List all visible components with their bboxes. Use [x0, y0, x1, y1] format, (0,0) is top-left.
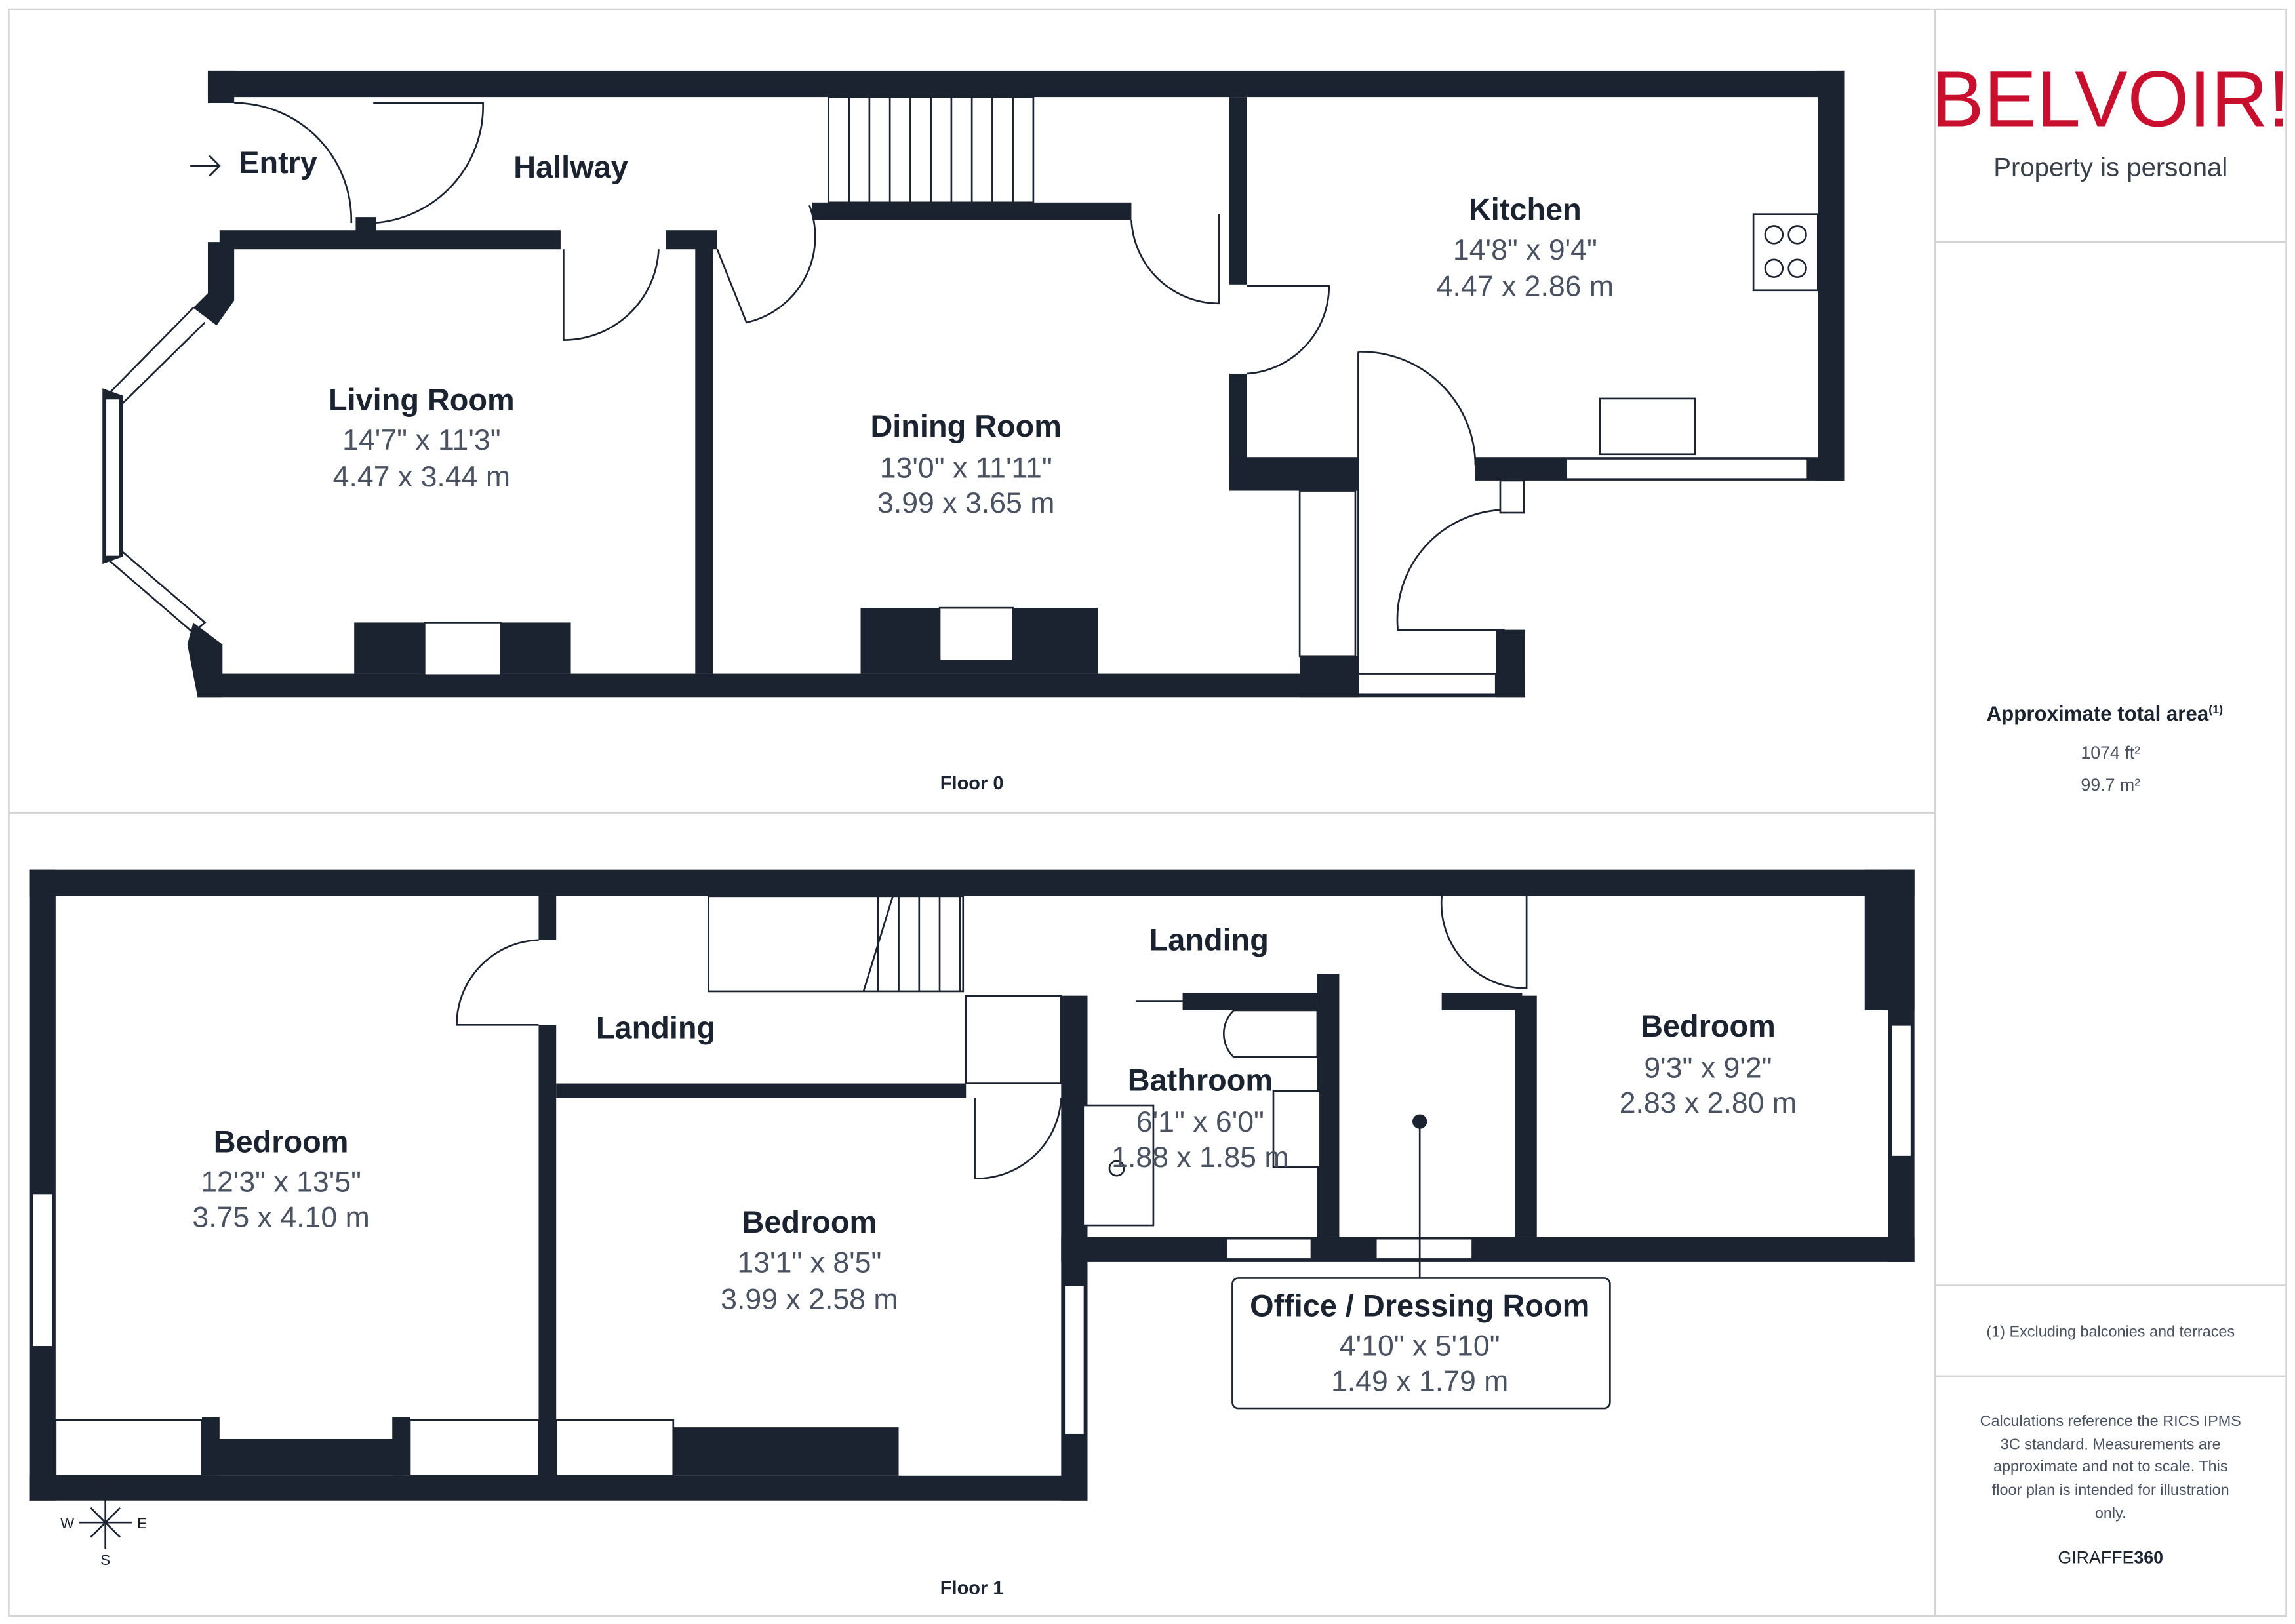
light-point-icon: [1412, 1114, 1427, 1129]
entry-arrow-icon: [190, 155, 221, 177]
room-label-living-room: Living Room: [329, 383, 515, 417]
room-dim-imperial: 13'1" x 8'5": [737, 1247, 881, 1279]
room-dim-metric: 1.88 x 1.85 m: [1111, 1141, 1288, 1174]
room-dim-imperial: 14'8" x 9'4": [1453, 234, 1597, 266]
room-dim-metric: 3.99 x 2.58 m: [721, 1283, 898, 1315]
room-label-bathroom: Bathroom: [1128, 1063, 1273, 1098]
floor-1-windows-doors: [31, 895, 1913, 1477]
room-label-office: Office / Dressing Room: [1250, 1288, 1589, 1322]
room-dim-metric: 4.47 x 2.86 m: [1437, 271, 1614, 303]
area-metric: 99.7 m²: [2081, 775, 2140, 795]
floor-1-label: Floor 1: [940, 1578, 1004, 1599]
area-label: Approximate total area(1): [1987, 702, 2224, 725]
room-label-bedroom: Bedroom: [214, 1124, 349, 1159]
room-dim-metric: 3.99 x 3.65 m: [877, 487, 1054, 519]
room-dim-metric: 2.83 x 2.80 m: [1620, 1087, 1797, 1119]
belvoir-logo: BELVOIR!: [1931, 55, 2290, 144]
svg-text:S: S: [100, 1552, 110, 1568]
giraffe360-logo: GIRAFFE360: [2058, 1548, 2163, 1568]
room-label-bedroom: Bedroom: [742, 1205, 877, 1239]
staircase: [708, 895, 1062, 1084]
room-dim-metric: 3.75 x 4.10 m: [192, 1201, 369, 1233]
svg-text:floor plan is intended for ill: floor plan is intended for illustration: [1992, 1481, 2229, 1498]
room-label-entry: Entry: [239, 146, 317, 180]
room-dim-imperial: 9'3" x 9'2": [1644, 1052, 1772, 1084]
area-imperial: 1074 ft²: [2081, 743, 2140, 762]
svg-text:E: E: [137, 1515, 147, 1532]
floor-0-plan: Entry Hallway Kitchen 14'8" x 9'4" 4.47 …: [102, 70, 1845, 794]
svg-text:approximate and not to scale.: approximate and not to scale. This: [1993, 1457, 2228, 1475]
floor-0-label: Floor 0: [940, 773, 1004, 794]
room-dim-metric: 4.47 x 3.44 m: [333, 461, 510, 493]
svg-text:only.: only.: [2095, 1505, 2126, 1522]
floor-1-plan: Bedroom 12'3" x 13'5" 3.75 x 4.10 m Land…: [29, 869, 1915, 1599]
brand-tagline: Property is personal: [1993, 153, 2227, 182]
room-label-bedroom: Bedroom: [1641, 1009, 1776, 1043]
footnote: (1) Excluding balconies and terraces: [1986, 1323, 2235, 1340]
room-dim-imperial: 13'0" x 11'11": [880, 452, 1052, 484]
room-label-kitchen: Kitchen: [1469, 193, 1582, 227]
disclaimer: Calculations reference the RICS IPMS 3C …: [1980, 1412, 2241, 1522]
svg-text:Calculations reference the RIC: Calculations reference the RICS IPMS: [1980, 1412, 2241, 1429]
svg-text:W: W: [60, 1515, 74, 1532]
info-panel: BELVOIR! Property is personal Approximat…: [1931, 55, 2290, 1568]
hob-icon: [1752, 213, 1819, 292]
svg-text:N: N: [100, 1478, 111, 1495]
room-label-dining-room: Dining Room: [870, 409, 1062, 443]
sheet-frame: [8, 8, 2287, 1617]
room-dim-imperial: 6'1" x 6'0": [1136, 1106, 1264, 1138]
floor-0-windows-doors: [104, 96, 1819, 696]
compass-icon: N S E W: [60, 1478, 147, 1568]
svg-text:3C standard. Measurements are: 3C standard. Measurements are: [2001, 1436, 2221, 1453]
room-dim-imperial: 4'10" x 5'10": [1340, 1330, 1500, 1362]
room-dim-imperial: 12'3" x 13'5": [201, 1166, 361, 1198]
office-label-box: Office / Dressing Room 4'10" x 5'10" 1.4…: [1231, 1277, 1611, 1410]
staircase: [828, 96, 1035, 204]
room-label-hallway: Hallway: [513, 150, 628, 184]
room-label-landing: Landing: [1149, 922, 1269, 957]
room-dim-imperial: 14'7" x 11'3": [342, 424, 500, 456]
room-label-landing: Landing: [596, 1010, 715, 1044]
room-dim-metric: 1.49 x 1.79 m: [1331, 1365, 1508, 1397]
